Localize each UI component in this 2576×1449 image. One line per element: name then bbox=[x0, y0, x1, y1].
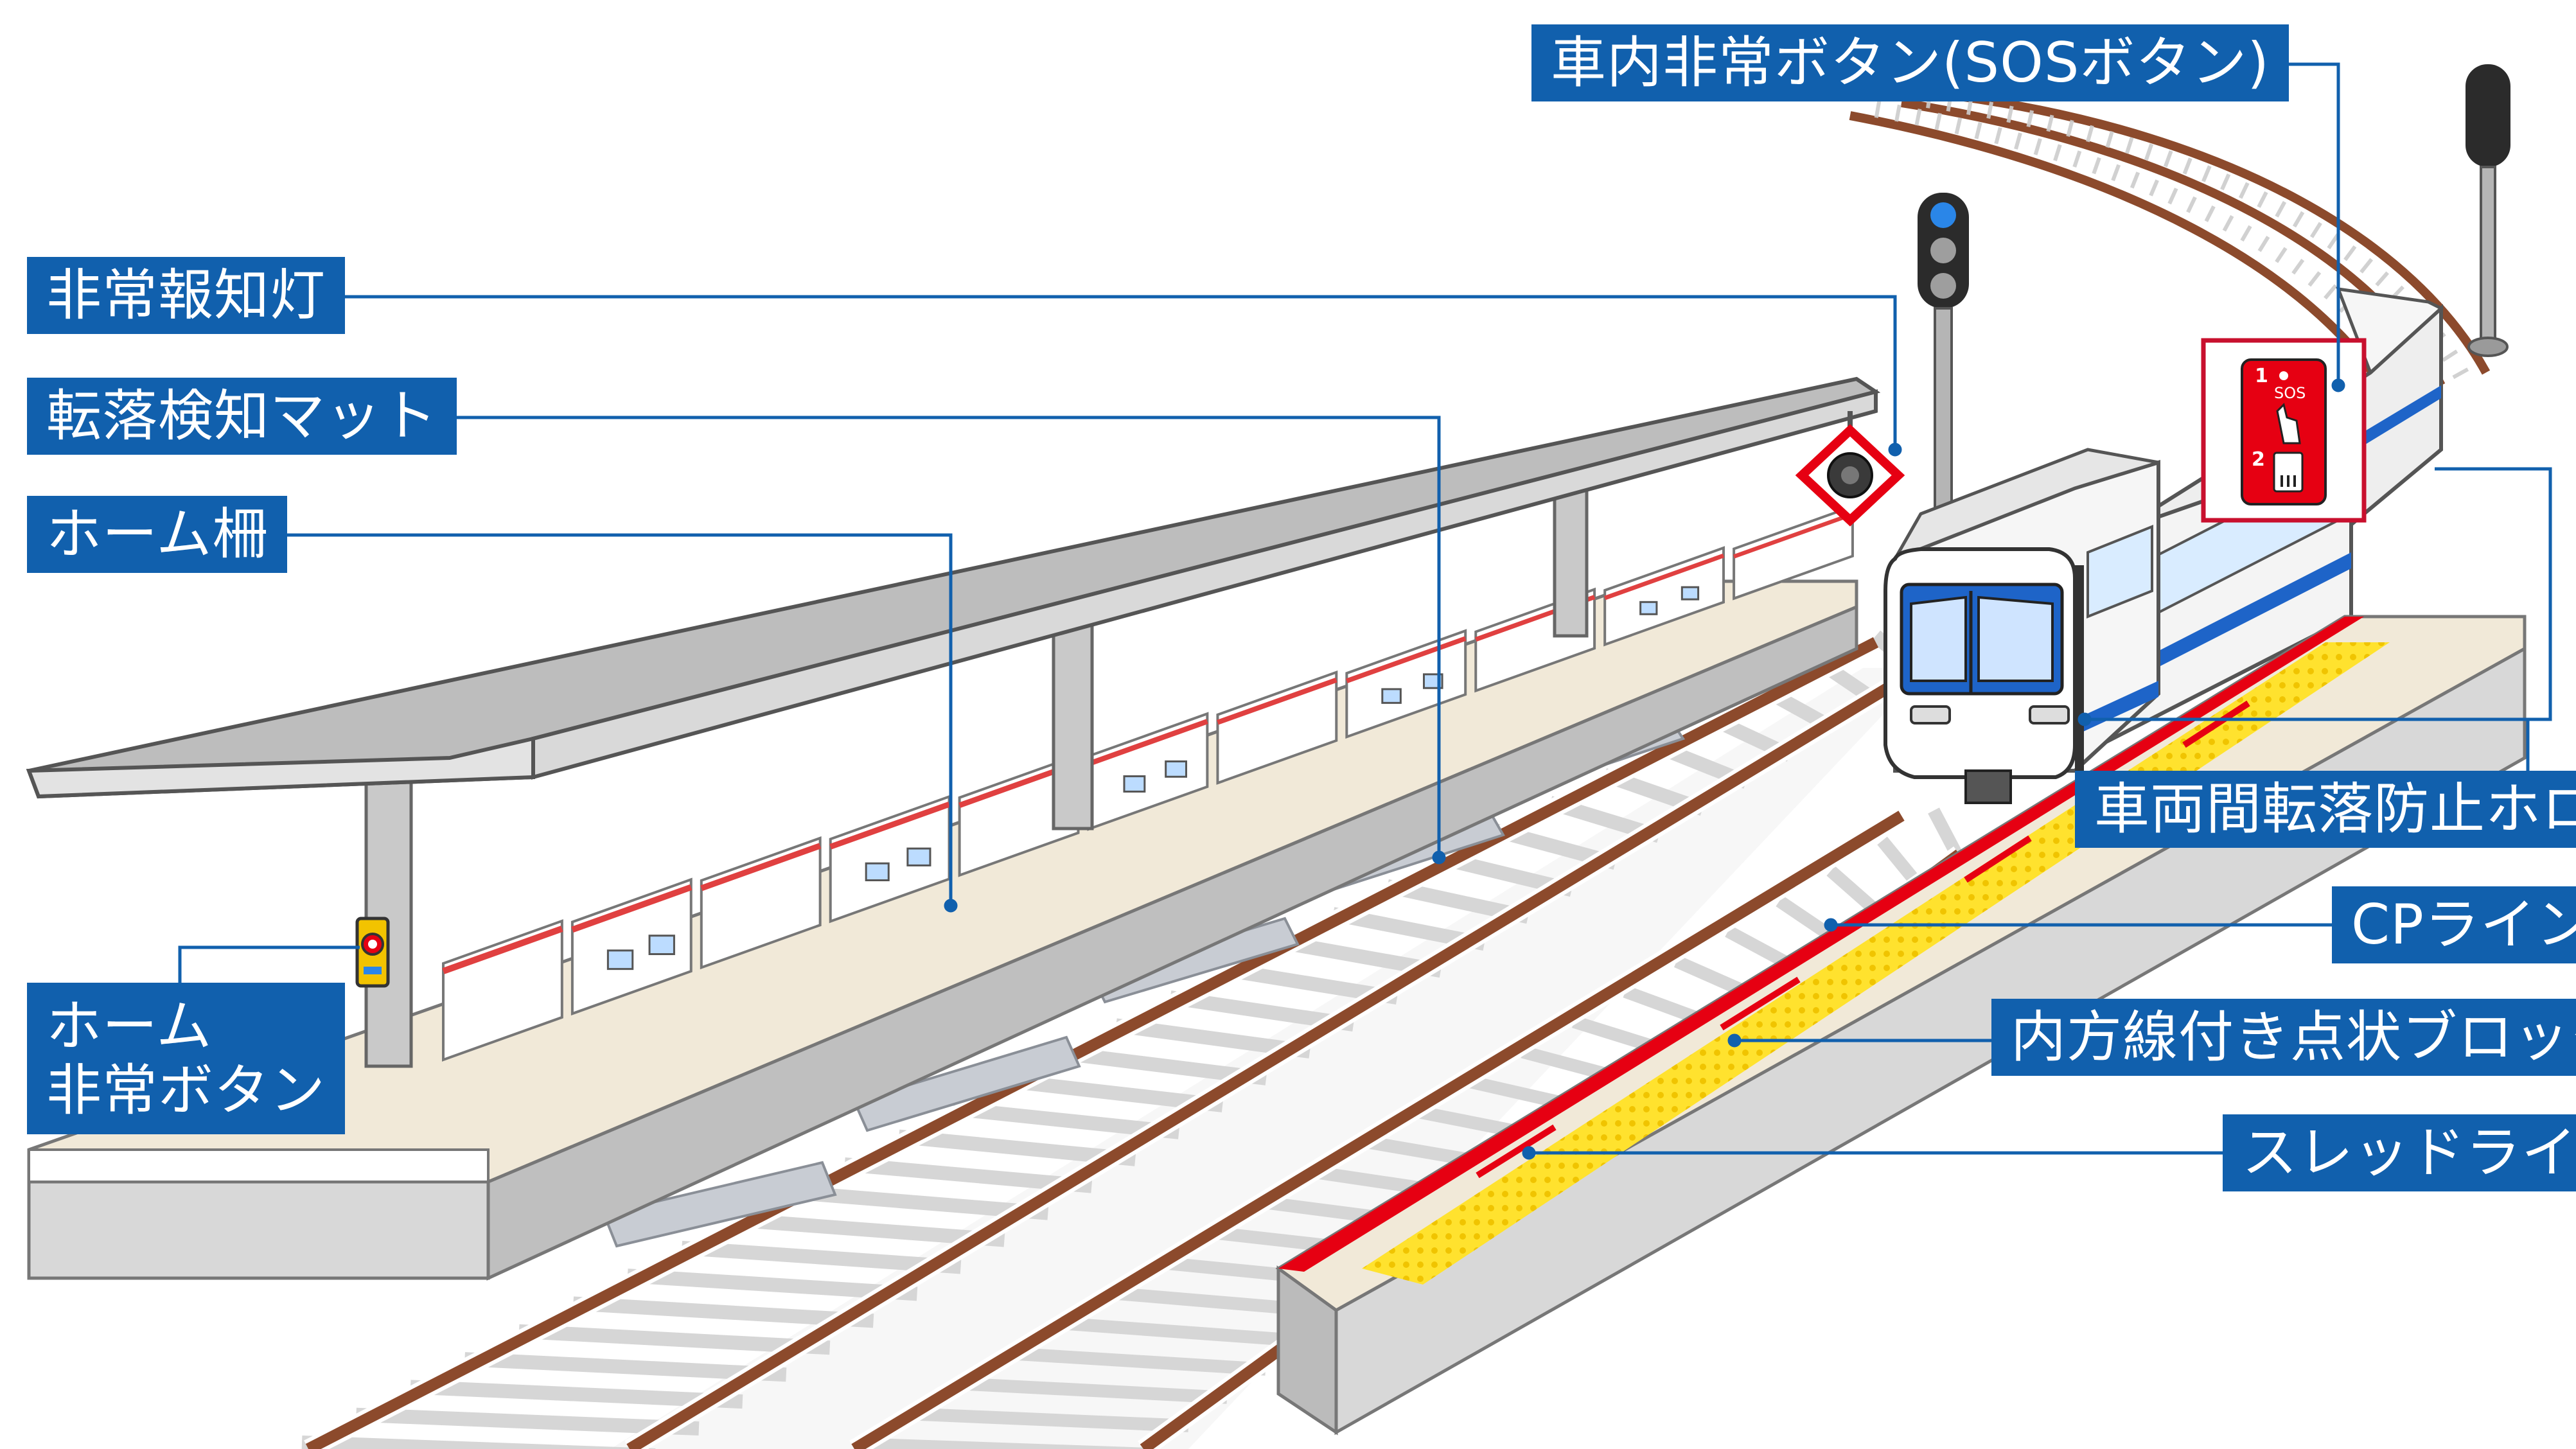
label-platform-button-line1: ホーム bbox=[46, 994, 213, 1058]
railway-tie bbox=[627, 1269, 918, 1301]
leader-inter-car-guard bbox=[2435, 467, 2552, 787]
railway-tie bbox=[843, 1157, 1093, 1193]
railway-tie bbox=[1059, 1317, 1305, 1348]
label-in-car-sos-button: 車内非常ボタン(SOSボタン) bbox=[1531, 24, 2289, 101]
railway-tie bbox=[1008, 1347, 1266, 1376]
canopy-pillar bbox=[1052, 615, 1094, 830]
railway-ties bbox=[301, 630, 1965, 1449]
label-platform-emergency-button: ホーム 非常ボタン bbox=[27, 983, 345, 1134]
sos-step1-number: 1 bbox=[2255, 365, 2268, 387]
canopy-pillar bbox=[364, 756, 413, 1068]
railway-tie bbox=[356, 1407, 700, 1436]
fence-panel bbox=[1603, 546, 1725, 647]
fence-panel bbox=[442, 919, 563, 1062]
label-fall-detection-mat: 転落検知マット bbox=[27, 378, 457, 455]
platform-fence bbox=[442, 504, 1854, 1062]
label-tactile-block: 内方線付き点状ブロック bbox=[1991, 999, 2576, 1076]
railway-tie bbox=[410, 1380, 743, 1409]
railway-tie bbox=[736, 1213, 1005, 1247]
fence-panel bbox=[1345, 629, 1467, 739]
label-inter-car-guard: 車両間転落防止ホロ bbox=[2075, 771, 2576, 848]
railway-tie bbox=[301, 1436, 656, 1449]
fence-panel bbox=[1087, 712, 1209, 831]
railway-tie bbox=[854, 1437, 1151, 1449]
leader-emergency-light bbox=[337, 295, 1897, 450]
railway-tie bbox=[464, 1352, 787, 1382]
platform-emergency-button-icon bbox=[355, 917, 390, 988]
railway-tie bbox=[957, 1377, 1228, 1404]
fence-panel bbox=[829, 795, 951, 924]
leader-fall-detection-mat bbox=[424, 416, 1441, 857]
label-emergency-light: 非常報知灯 bbox=[27, 257, 345, 334]
label-platform-fence: ホーム柵 bbox=[27, 496, 288, 573]
fence-panel bbox=[1216, 670, 1338, 785]
label-sled-line: スレッドライン bbox=[2223, 1114, 2576, 1191]
label-cp-line: CPライン bbox=[2332, 886, 2576, 963]
railway-tie bbox=[898, 1129, 1136, 1166]
sled-line bbox=[1476, 700, 2250, 1179]
railway-tie bbox=[572, 1296, 874, 1328]
emergency-light-icon bbox=[1795, 411, 1905, 527]
sos-step1-text: SOS bbox=[2274, 384, 2306, 402]
canopy-pillar bbox=[1553, 473, 1589, 638]
railway-tie bbox=[518, 1324, 831, 1355]
railway-signal-icon bbox=[1918, 193, 1969, 535]
railway-tie bbox=[905, 1407, 1189, 1432]
label-platform-button-line2: 非常ボタン bbox=[46, 1058, 326, 1123]
fence-panel bbox=[700, 836, 822, 970]
leader-platform-fence bbox=[276, 533, 953, 906]
railway-signal-icon bbox=[2466, 64, 2510, 357]
sos-step2-number: 2 bbox=[2252, 448, 2265, 471]
fence-panel bbox=[570, 877, 693, 1016]
railway-tie bbox=[681, 1240, 962, 1274]
